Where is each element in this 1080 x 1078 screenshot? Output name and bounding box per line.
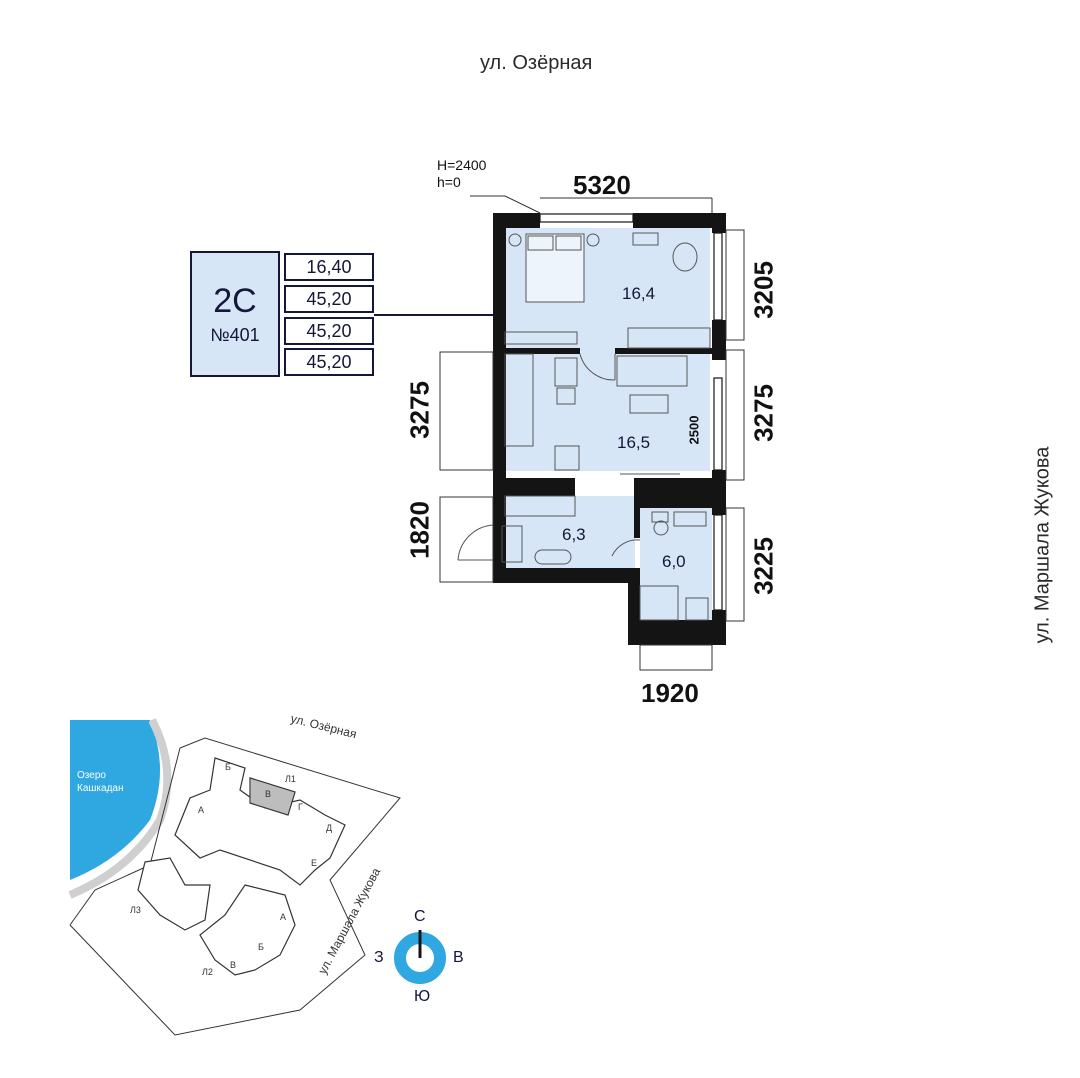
section-label-l1: Л1: [285, 774, 296, 784]
lake-label-1: Озеро: [77, 770, 106, 781]
highlighted-section: [249, 777, 296, 816]
dimension-right-middle: 3275: [748, 384, 779, 442]
dimension-frames: [439, 195, 745, 671]
floor-level: h=0: [437, 174, 461, 190]
door-swings: [457, 353, 641, 561]
site-plan: Озеро Кашкадан Б Л1 В Г Д Е А Л3 Л2 А Б …: [68, 711, 401, 1036]
section-label-d: Д: [326, 823, 332, 833]
compass-east: В: [453, 949, 464, 966]
section-label-v2: В: [230, 960, 236, 970]
dimension-bottom: 1920: [641, 678, 699, 708]
compass-north: С: [414, 908, 426, 925]
area-cell-1: 16,40: [284, 253, 374, 281]
area-cell-2: 45,20: [284, 285, 374, 313]
furniture: [501, 232, 711, 621]
siteplan-street-top: ул. Озёрная: [289, 711, 358, 741]
section-label-l2: Л2: [202, 967, 213, 977]
hall-fill: [505, 496, 635, 568]
section-label-a2: А: [280, 912, 286, 922]
section-label-l3: Л3: [130, 905, 141, 915]
lake-label-2: Кашкадан: [77, 783, 123, 794]
section-label-g: Г: [298, 802, 303, 812]
dimension-left-lower: 1820: [404, 501, 435, 559]
section-label-v1: В: [265, 789, 271, 799]
section-label-b1: Б: [225, 762, 231, 772]
room-area-living: 16,5: [617, 433, 651, 452]
exterior-walls: [493, 213, 726, 645]
dimension-right-lower: 3225: [748, 537, 779, 595]
compass-south: Ю: [414, 988, 431, 1005]
dimension-inner-wall: 2500: [686, 415, 702, 445]
section-label-a1: А: [198, 805, 204, 815]
ceiling-height: H=2400: [437, 157, 487, 173]
compass-west: З: [374, 949, 384, 966]
dimension-top: 5320: [573, 170, 631, 200]
room-area-hall: 6,3: [562, 525, 586, 544]
section-label-b2: Б: [258, 942, 264, 952]
room-area-bathroom: 6,0: [662, 552, 686, 571]
street-label-top: ул. Озёрная: [480, 52, 593, 74]
windows: [539, 213, 723, 611]
dimension-left-middle: 3275: [404, 381, 435, 439]
living-fill: [505, 353, 710, 471]
bathroom-fill: [640, 508, 712, 620]
area-cell-3: 45,20: [284, 317, 374, 345]
dimension-right-upper: 3205: [748, 261, 779, 319]
street-label-right: ул. Маршала Жукова: [1031, 446, 1054, 644]
compass: [394, 930, 446, 984]
apartment-number: №401: [210, 325, 260, 345]
area-cell-4: 45,20: [284, 348, 374, 376]
section-label-e: Е: [311, 858, 317, 868]
room-area-bedroom: 16,4: [622, 284, 656, 303]
apartment-type: 2С: [213, 282, 257, 320]
apartment-info-box: 2С №401: [190, 251, 280, 377]
